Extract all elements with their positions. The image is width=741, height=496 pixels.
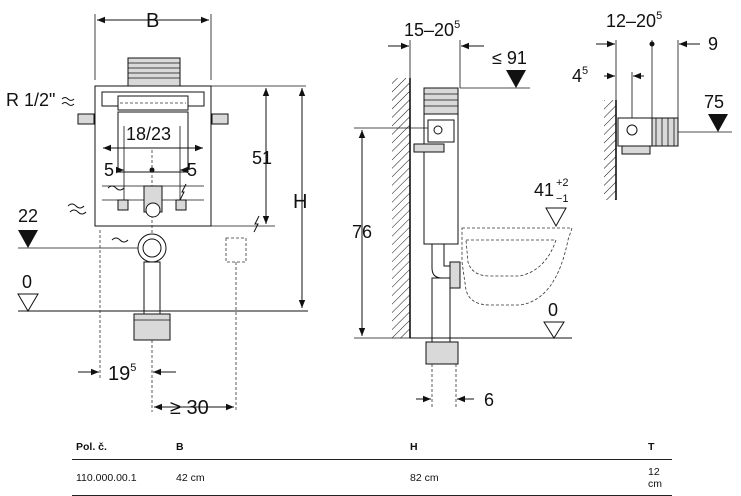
- cell-t: 12 cm: [644, 459, 672, 496]
- electric-icon: [179, 183, 187, 201]
- drain-pipe: [143, 261, 161, 315]
- cistern-cap: [127, 57, 181, 87]
- svg-text:−1: −1: [556, 193, 569, 205]
- supply-label: R 1/2": [6, 90, 55, 110]
- drain-socket: [133, 313, 171, 341]
- cistern-body: [117, 111, 189, 173]
- side-cistern-cap: [423, 87, 459, 115]
- dim-right-offset-label: 5: [187, 160, 197, 180]
- dim-bottom-offset-label: 195: [108, 362, 136, 385]
- front-view: B R 1/2" 18/23 5 5: [6, 10, 308, 419]
- level-marker-22: [18, 230, 38, 248]
- dim-outlet-height-label: 22: [18, 206, 38, 226]
- dim-min-distance-label: ≥ 30: [170, 397, 209, 419]
- svg-text:+2: +2: [556, 177, 569, 189]
- toilet-bowl-outline: [461, 227, 573, 306]
- dim-detail-height-label: 75: [704, 92, 724, 112]
- floor-level-label: 0: [22, 272, 32, 292]
- side-drain-socket: [425, 341, 459, 365]
- dim-height-51-label: 51: [252, 148, 272, 168]
- table-header-row: Pol. č. B H T: [72, 436, 672, 460]
- electric-supply-icon: [253, 215, 260, 233]
- level-marker-41: [545, 207, 567, 228]
- dim-max-top-label: ≤ 91: [492, 48, 527, 68]
- level-marker-91: [506, 70, 526, 88]
- wall-hatch: [392, 78, 410, 338]
- cell-b: 42 cm: [172, 459, 406, 496]
- dim-detail-right-label: 9: [708, 34, 718, 54]
- dim-left-offset-label: 5: [104, 160, 114, 180]
- technical-drawing: B R 1/2" 18/23 5 5: [6, 10, 732, 419]
- header-h: H: [406, 436, 644, 460]
- header-b: B: [172, 436, 406, 460]
- side-drain-bend: [431, 243, 453, 279]
- left-bracket: [77, 113, 95, 125]
- header-pol: Pol. č.: [72, 436, 172, 460]
- side-floor-marker: [543, 321, 565, 339]
- flow-icon: [111, 237, 129, 243]
- right-bracket: [211, 113, 229, 125]
- cell-h: 82 cm: [406, 459, 644, 496]
- water-supply-icon: [61, 97, 75, 106]
- detail-wall-hatch: [604, 100, 616, 200]
- side-view: 15–205 ≤ 91 76 41 +2 −1: [352, 19, 573, 410]
- electric-socket-box: [225, 237, 247, 263]
- side-bracket: [413, 143, 445, 153]
- cell-pol: 110.000.00.1: [72, 459, 172, 496]
- floor-marker: [17, 293, 39, 312]
- hose-icon: [67, 203, 87, 215]
- dim-detail-top-label: 12–205: [606, 10, 662, 31]
- level-marker-75: [708, 114, 728, 132]
- detail-view: 12–205 9 45 75: [572, 10, 732, 200]
- electric-hose-icon: [107, 185, 125, 191]
- dim-bowl-height-label: 41: [534, 180, 554, 200]
- dim-height-76-label: 76: [352, 222, 372, 242]
- dim-detail-left-label: 45: [572, 65, 588, 86]
- dim-total-height-label: H: [293, 191, 307, 213]
- dim-pipe-label: 6: [484, 390, 494, 410]
- table-row: 110.000.00.1 42 cm 82 cm 12 cm: [72, 459, 672, 496]
- spec-table: Pol. č. B H T 110.000.00.1 42 cm 82 cm 1…: [72, 436, 672, 496]
- cap-ribs: [128, 62, 180, 79]
- side-floor-label: 0: [548, 300, 558, 320]
- dim-wall-distance-label: 15–205: [404, 19, 460, 40]
- side-connector: [449, 261, 461, 289]
- dim-width-label: B: [146, 10, 159, 32]
- side-drain-pipe: [431, 277, 451, 343]
- dim-bolt-spacing-label: 18/23: [126, 124, 171, 144]
- header-t: T: [644, 436, 672, 460]
